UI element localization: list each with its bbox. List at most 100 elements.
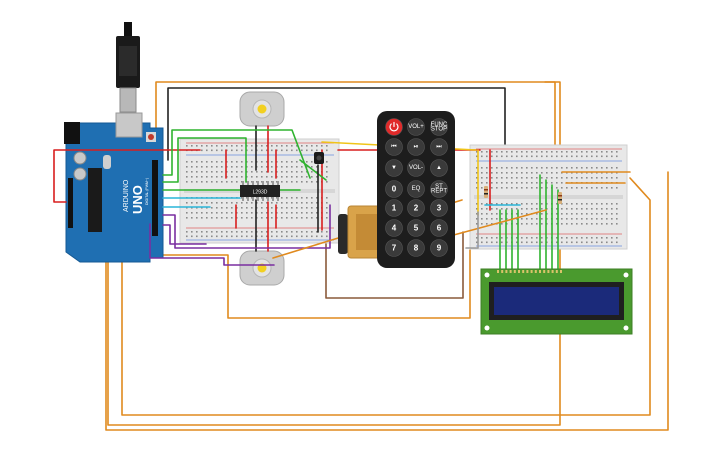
remote-button-down[interactable]: ▼	[385, 159, 403, 177]
resistor-1[interactable]	[484, 186, 488, 198]
breadboard-hole	[541, 241, 543, 244]
breadboard-hole	[586, 203, 588, 205]
breadboard-hole	[571, 208, 573, 210]
breadboard-hole	[306, 161, 308, 163]
remote-button-next[interactable]: ⏭	[430, 138, 448, 156]
remote-button-0[interactable]: 0	[385, 180, 403, 198]
breadboard-hole	[546, 172, 548, 174]
dc-motor-top[interactable]	[239, 91, 285, 127]
remote-button-eq[interactable]: EQ	[407, 180, 425, 198]
remote-button-8[interactable]: 8	[407, 239, 425, 257]
wires-front	[53, 125, 631, 271]
remote-button-1[interactable]: 1	[385, 199, 403, 217]
breadboard-hole	[221, 149, 223, 152]
breadboard-hole	[476, 172, 478, 174]
remote-button-prev[interactable]: ⏮	[385, 138, 403, 156]
breadboard-hole	[476, 151, 478, 153]
remote-button-5[interactable]: 5	[407, 219, 425, 237]
wire-orange-right-loop[interactable]	[107, 81, 561, 426]
remote-button-4[interactable]: 4	[385, 219, 403, 237]
breadboard-hole	[221, 207, 223, 209]
lcd-pin	[497, 270, 499, 273]
breadboard-hole	[616, 223, 618, 225]
breadboard-hole	[586, 223, 588, 225]
breadboard-hole	[251, 181, 253, 183]
breadboard-hole	[261, 166, 263, 168]
wire-green-4[interactable]	[299, 159, 327, 181]
wire-green-2[interactable]	[162, 137, 247, 183]
remote-button-vol-[interactable]: VOL+	[407, 118, 425, 136]
wire-orange-lower[interactable]	[105, 171, 669, 431]
ir-receiver[interactable]	[314, 152, 324, 164]
wire-red-arduino-left[interactable]	[53, 149, 201, 203]
breadboard-hole	[266, 161, 268, 163]
breadboard-hole	[211, 217, 213, 219]
breadboard-hole	[296, 145, 298, 147]
wire-gray-right[interactable]	[465, 211, 479, 249]
breadboard-hole	[186, 181, 188, 183]
resistor-2[interactable]	[558, 192, 562, 204]
breadboard-hole	[186, 145, 188, 147]
wire-orange-to-remote[interactable]	[449, 209, 547, 237]
breadboard-hole	[206, 145, 208, 147]
breadboard-hole	[226, 231, 228, 233]
breadboard-hole	[616, 241, 618, 244]
remote-button-3[interactable]: 3	[430, 199, 448, 217]
breadboard-hole	[511, 155, 513, 158]
breadboard-hole	[541, 187, 543, 189]
wire-purple-2[interactable]	[162, 224, 207, 245]
remote-button-label: 6	[437, 224, 442, 233]
wire-purple-1[interactable]	[162, 204, 331, 249]
breadboard-hole	[261, 171, 263, 173]
remote-button-9[interactable]: 9	[430, 239, 448, 257]
breadboard-hole	[526, 208, 528, 210]
breadboard-hole	[516, 187, 518, 189]
lcd-display[interactable]	[480, 268, 633, 335]
remote-button-7[interactable]: 7	[385, 239, 403, 257]
breadboard-hole	[326, 207, 328, 209]
chip-pin	[257, 197, 259, 201]
remote-button-up[interactable]: ▲	[430, 159, 448, 177]
breadboard-hole	[516, 208, 518, 210]
motor-driver-chip[interactable]: L293D	[240, 181, 280, 201]
breadboard-hole	[281, 231, 283, 233]
breadboard-hole	[261, 212, 263, 214]
breadboard-hole	[511, 151, 513, 153]
breadboard-hole	[581, 177, 583, 179]
breadboard-hole	[281, 166, 283, 168]
wire-brown-remote[interactable]	[325, 231, 464, 299]
breadboard-hole	[581, 151, 583, 153]
breadboard-hole	[491, 155, 493, 158]
breadboard-hole	[561, 208, 563, 210]
breadboard-hole	[591, 177, 593, 179]
breadboard-hole	[491, 151, 493, 153]
breadboard-hole	[196, 181, 198, 183]
wire-orange-bottom-loop[interactable]	[121, 177, 651, 416]
breadboard-hole	[596, 155, 598, 158]
wire-green-top[interactable]	[162, 129, 311, 179]
breadboard-hole	[611, 237, 613, 239]
breadboard-hole	[186, 171, 188, 173]
breadboard-hole	[536, 187, 538, 189]
remote-button-play[interactable]: ⏯	[407, 138, 425, 156]
breadboard-hole	[251, 171, 253, 173]
breadboard-hole	[271, 176, 273, 178]
remote-button-vol-[interactable]: VOL-	[407, 159, 425, 177]
breadboard-hole	[486, 203, 488, 205]
remote-button-power[interactable]	[385, 118, 403, 136]
remote-button-2[interactable]: 2	[407, 199, 425, 217]
arduino-uno[interactable]: ARDUINO UNO DIGITAL (PWM~)	[64, 112, 164, 263]
breadboard-hole	[226, 145, 228, 147]
remote-button-6[interactable]: 6	[430, 219, 448, 237]
reset-button-cap[interactable]	[148, 134, 154, 140]
breadboard-hole	[526, 155, 528, 158]
wire-purple-3[interactable]	[149, 223, 275, 266]
breadboard-hole	[566, 187, 568, 189]
breadboard-hole	[496, 155, 498, 158]
breadboard-hole	[571, 223, 573, 225]
remote-button-label: STOP	[431, 127, 447, 133]
